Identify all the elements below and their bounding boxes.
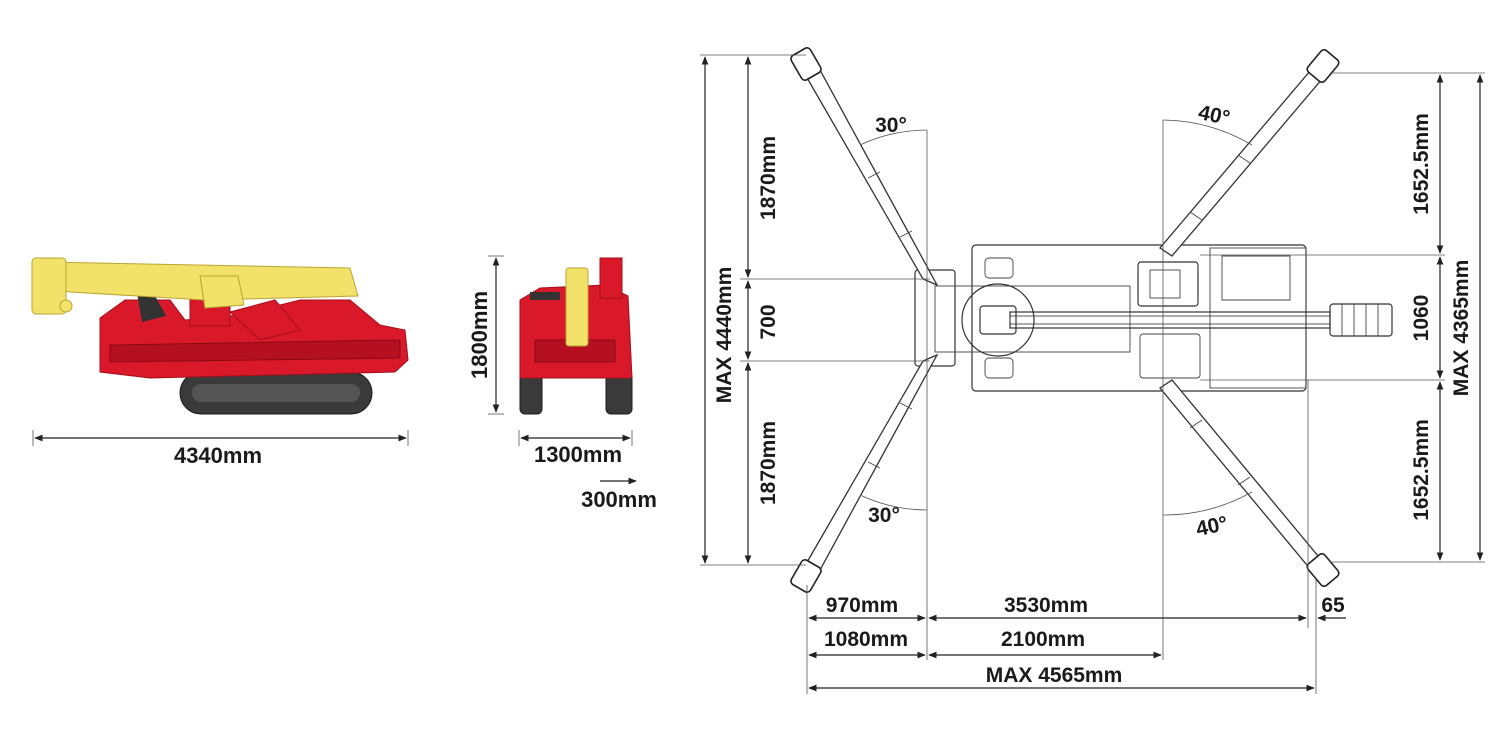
bottom-max-label: MAX 4565mm xyxy=(986,664,1123,687)
side-track-inner xyxy=(192,384,360,402)
right-max-height-dimension: MAX 4365mm xyxy=(1450,74,1484,561)
angle-arcs xyxy=(859,119,1253,516)
side-hook-block xyxy=(31,257,67,315)
side-length-label: 4340mm xyxy=(174,443,262,468)
top-console xyxy=(1137,261,1199,307)
angle-front-upper-label: 30° xyxy=(875,114,907,137)
front-height-dimension: 1800mm xyxy=(467,255,504,415)
top-turret xyxy=(979,305,1017,335)
left-segment-dimensions: 1870mm 700 1870mm xyxy=(744,56,780,564)
side-length-dimension: 4340mm xyxy=(32,430,409,468)
top-boom xyxy=(1009,311,1331,329)
front-height-label: 1800mm xyxy=(467,291,492,379)
right-max-height-label: MAX 4365mm xyxy=(1450,260,1473,397)
side-boom xyxy=(41,261,359,301)
right-upper-height-label: 1652.5mm xyxy=(1410,113,1433,215)
bottom-65-label: 65 xyxy=(1321,594,1345,617)
side-hook xyxy=(59,299,73,313)
bottom-3530-label: 3530mm xyxy=(1004,594,1088,617)
top-engine-box xyxy=(1209,247,1307,389)
top-console-seat xyxy=(1149,269,1181,299)
front-boom xyxy=(565,267,589,347)
top-engine-panel xyxy=(1221,255,1291,301)
outrigger-rear-upper xyxy=(1159,49,1340,257)
bottom-max-dimension: MAX 4565mm xyxy=(808,664,1315,692)
front-offset-label: 300mm xyxy=(581,487,657,512)
top-track-lr xyxy=(984,357,1014,379)
front-offset-dimension: 300mm xyxy=(581,477,657,512)
top-view-crane-illustration xyxy=(790,47,1393,593)
left-max-height-dimension: MAX 4440mm xyxy=(701,56,736,564)
side-outrigger xyxy=(228,299,301,341)
top-main-frame xyxy=(934,285,1131,353)
top-body-outline xyxy=(971,244,1307,392)
top-front-frame xyxy=(914,269,956,367)
outrigger-front-upper xyxy=(790,47,939,287)
angle-rear-upper-label: 40° xyxy=(1196,101,1232,130)
left-max-height-label: MAX 4440mm xyxy=(713,267,736,404)
front-cab xyxy=(599,257,623,299)
side-body-stripe xyxy=(109,339,401,363)
angle-rear-lower-label: 40° xyxy=(1194,512,1230,541)
right-mid-height-label: 1060 xyxy=(1410,295,1433,342)
bottom-row-1-dimensions: 970mm 3530mm 65 xyxy=(808,594,1346,622)
left-mid-height-label: 700 xyxy=(757,304,780,339)
right-lower-height-label: 1652.5mm xyxy=(1410,419,1433,521)
top-boom-inner xyxy=(1009,315,1331,325)
bottom-1080-label: 1080mm xyxy=(824,628,908,651)
bottom-row-2-dimensions: 1080mm 2100mm xyxy=(808,628,1162,659)
side-seat xyxy=(137,290,166,322)
outrigger-rear-lower xyxy=(1159,379,1340,587)
top-hook-block xyxy=(1329,303,1393,337)
top-slewing-ring xyxy=(961,283,1035,357)
side-view-crane-illustration xyxy=(31,257,409,415)
front-seat xyxy=(530,292,560,300)
front-view-crane-illustration xyxy=(519,257,633,415)
top-rear-deck xyxy=(1139,333,1201,379)
top-track-lf xyxy=(984,257,1014,279)
bottom-970-label: 970mm xyxy=(826,594,898,617)
angle-front-lower-label: 30° xyxy=(868,504,900,527)
top-reference-lines xyxy=(700,54,1485,694)
left-lower-height-label: 1870mm xyxy=(757,421,780,505)
outrigger-front-lower xyxy=(790,353,939,593)
left-upper-height-label: 1870mm xyxy=(757,136,780,220)
front-width-label: 1300mm xyxy=(534,442,622,467)
bottom-2100-label: 2100mm xyxy=(1001,628,1085,651)
side-boom-joint xyxy=(199,275,245,309)
right-segment-dimensions: 1652.5mm 1060 1652.5mm xyxy=(1410,74,1444,561)
front-width-dimension: 1300mm xyxy=(518,430,633,467)
